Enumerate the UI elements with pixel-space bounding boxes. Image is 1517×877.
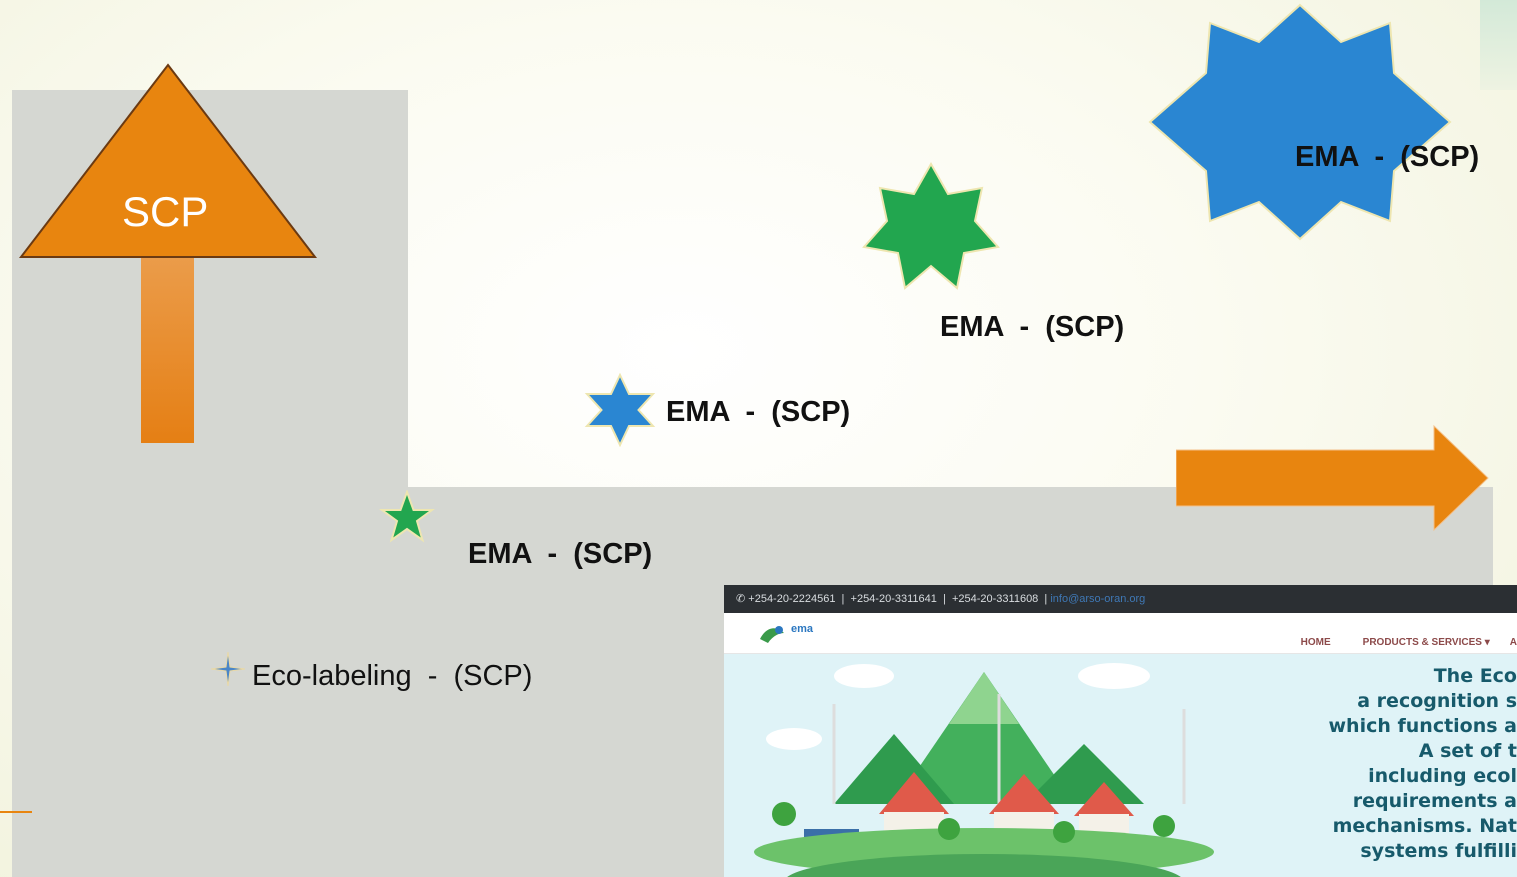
eco-labeling-label: Eco-labeling - (SCP) [252, 660, 533, 692]
ema-label-2: EMA - (SCP) [666, 396, 851, 428]
hero-line-2: a recognition s [1357, 690, 1517, 712]
sparkle-icon [211, 652, 245, 686]
contact-phones: +254-20-2224561 | +254-20-3311641 | +254… [748, 593, 1048, 605]
hero-line-3: which functions a [1328, 715, 1517, 737]
corner-decoration [1480, 0, 1517, 90]
website-navbar: ema HOME PRODUCTS & SERVICES ▾ A [724, 613, 1517, 654]
phone-icon: ✆ [736, 593, 749, 605]
contact-email: info@arso-oran.org [1050, 593, 1146, 605]
hero-line-5: including ecol [1368, 765, 1517, 787]
eco-village-illustration [754, 663, 1214, 877]
nav-more[interactable]: A [1509, 637, 1517, 648]
website-hero-text: The Eco a recognition s which functions a A… [1157, 664, 1517, 864]
hero-line-8: systems fulfilli [1360, 840, 1517, 862]
scp-arrow-shaft [141, 250, 194, 443]
accent-line [0, 811, 32, 813]
scp-triangle-icon [18, 63, 318, 258]
nav-home[interactable]: HOME [1300, 637, 1331, 648]
hero-line-1: The Eco [1433, 665, 1517, 687]
blue-eight-point-star-icon [1148, 3, 1452, 241]
right-arrow-icon [1176, 424, 1489, 532]
website-hero: The Eco a recognition s which functions a A… [724, 654, 1517, 877]
green-star-icon [379, 490, 435, 543]
hero-line-4: A set of t [1418, 740, 1517, 762]
chevron-down-icon: ▾ [1481, 637, 1490, 648]
ema-logo-text: ema [791, 623, 814, 635]
ema-label-3: EMA - (SCP) [940, 311, 1125, 343]
green-seven-point-star-icon [862, 162, 1000, 290]
ema-label-1: EMA - (SCP) [468, 538, 653, 570]
ema-logo-icon [760, 626, 784, 643]
hero-line-6: requirements a [1352, 790, 1517, 812]
website-screenshot: ✆ +254-20-2224561 | +254-20-3311641 | +2… [724, 585, 1517, 877]
website-contact-bar: ✆ +254-20-2224561 | +254-20-3311641 | +2… [724, 585, 1517, 613]
blue-star-icon [584, 373, 656, 447]
website-nav-links: HOME PRODUCTS & SERVICES ▾ A [1284, 626, 1517, 659]
hero-line-7: mechanisms. Nat [1332, 815, 1517, 837]
nav-products-services[interactable]: PRODUCTS & SERVICES [1362, 637, 1482, 648]
ema-label-4: EMA - (SCP) [1295, 141, 1480, 173]
scp-triangle-label: SCP [122, 188, 209, 235]
